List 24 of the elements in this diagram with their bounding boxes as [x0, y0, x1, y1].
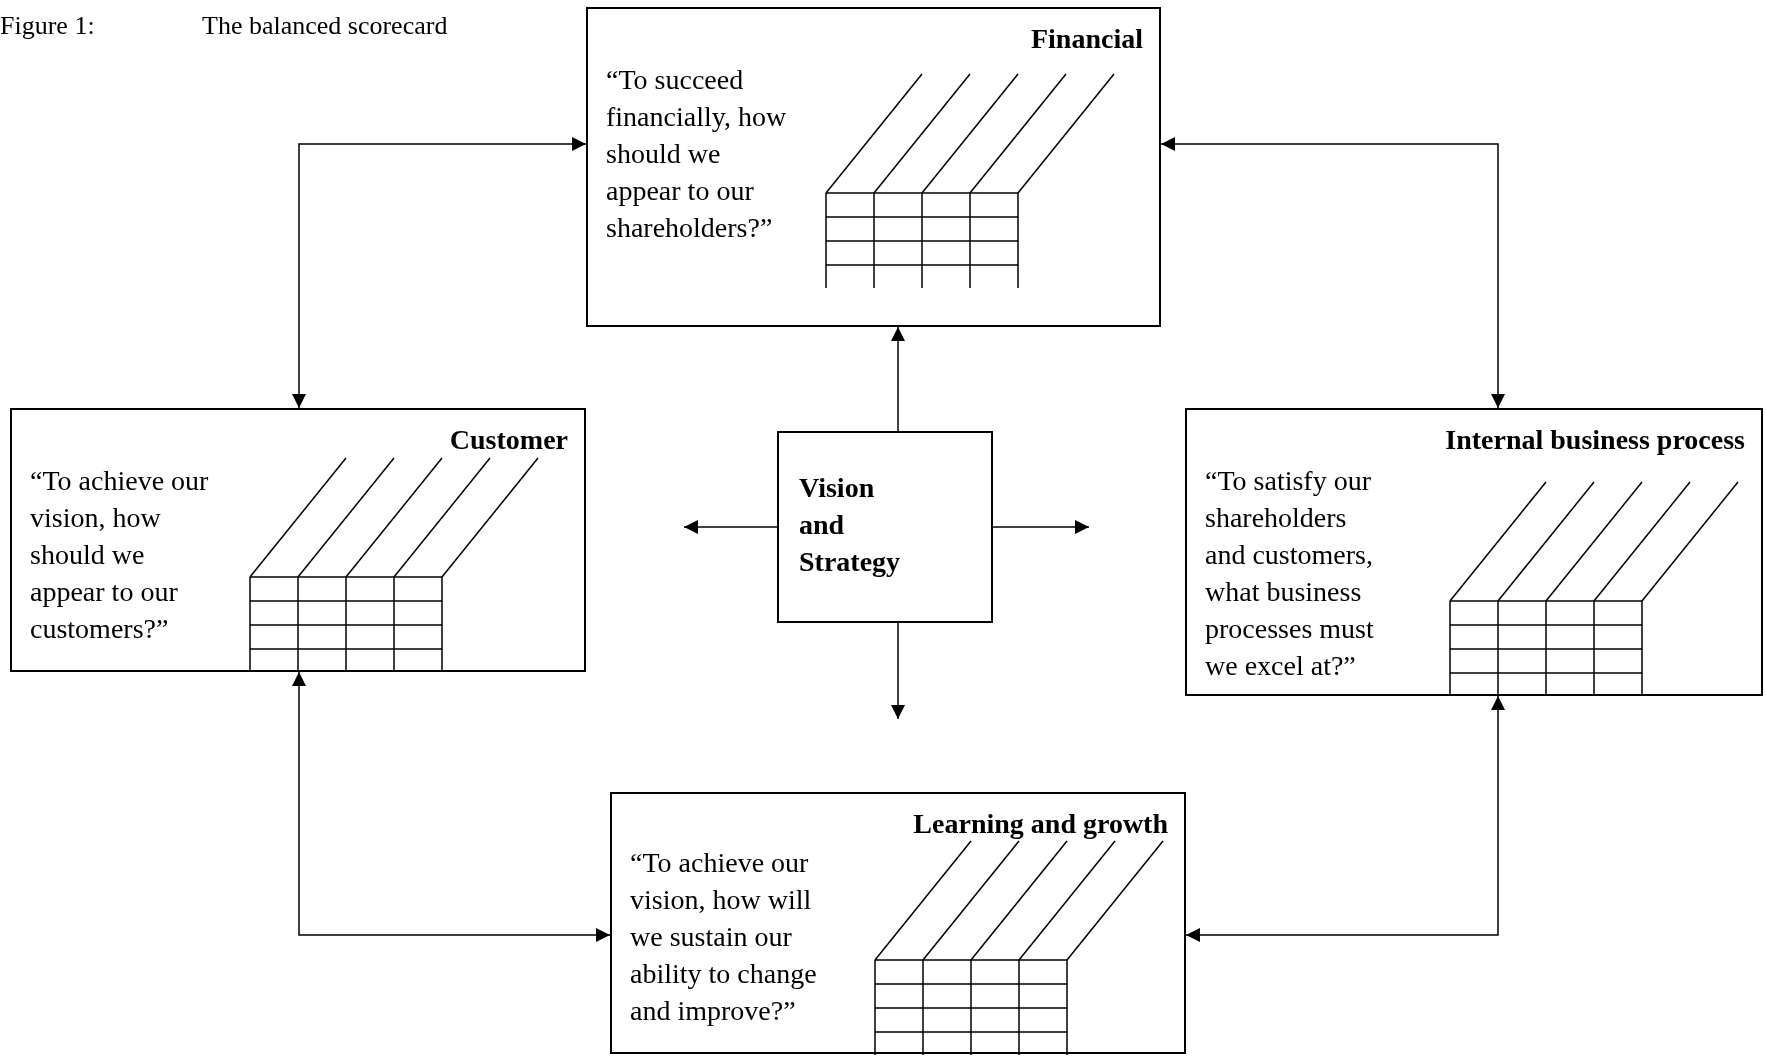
center-box: [777, 431, 993, 623]
perspective-box: [610, 792, 1186, 1054]
arrow: [292, 671, 611, 942]
figure-title: The balanced scorecard: [202, 13, 448, 39]
arrow: [992, 520, 1090, 534]
question-text: “To satisfy our shareholders and customers, what business processes must we excel at?”: [1205, 464, 1375, 683]
node-title: Customer: [449, 426, 568, 454]
perspective-box: [10, 408, 586, 672]
arrow: [1160, 137, 1505, 409]
question-text: “To achieve our vision, how should we appear to our customers?”: [30, 464, 210, 646]
node-title: Vision and Strategy: [799, 471, 902, 579]
perspective-box: [586, 7, 1161, 327]
question-text: “To succeed financially, how should we appear to our shareholders?”: [606, 63, 788, 245]
arrow: [891, 622, 905, 720]
node-title: Financial: [1031, 25, 1143, 53]
arrow: [292, 137, 587, 409]
figure-number: Figure 1:: [0, 13, 95, 39]
arrow: [891, 326, 905, 432]
perspective-box: [1185, 408, 1763, 696]
arrow: [683, 520, 778, 534]
node-title: Learning and growth: [913, 810, 1168, 838]
node-title: Internal business process: [1445, 426, 1745, 454]
question-text: “To achieve our vision, how will we sustain our ability to change and improve?”: [630, 846, 818, 1028]
arrow: [1185, 695, 1505, 942]
